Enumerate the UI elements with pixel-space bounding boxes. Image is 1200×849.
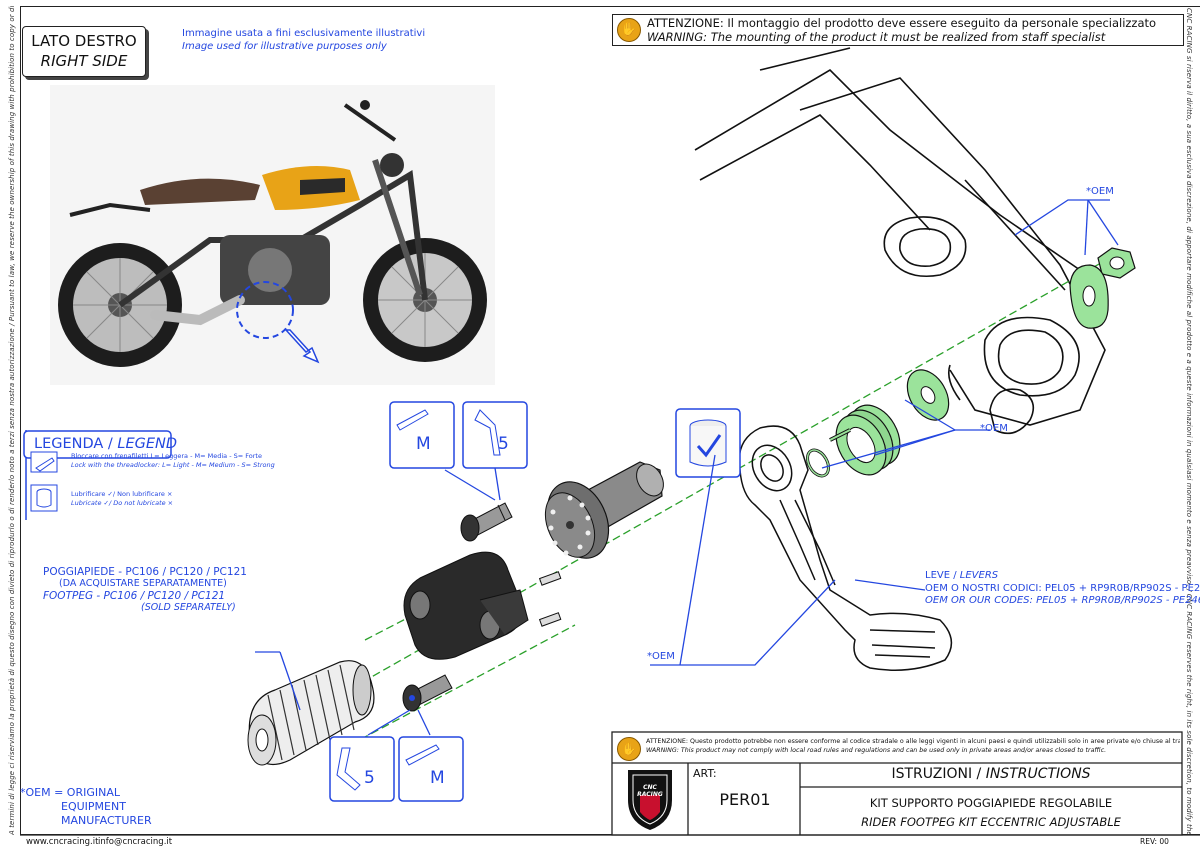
legend-title: LEGENDA / LEGEND [34,436,177,452]
kit-description-en: RIDER FOOTPEG KIT ECCENTRIC ADJUSTABLE [861,815,1121,829]
callout-lines [255,199,1119,736]
frame-outline [694,47,1106,435]
side-label-it: LATO DESTRO [31,32,137,50]
return-spring [829,404,901,476]
footpeg-label: POGGIAPIEDE - PC106 / PC120 / PC121 (DA … [43,566,247,614]
instructions-title-en: INSTRUCTIONS [985,766,1091,782]
legend-lube-en: Lubricate ✓/ Do not lubricate × [71,499,174,507]
legend-frame [23,430,172,520]
kit-description-it: KIT SUPPORTO POGGIAPIEDE REGOLABILE [869,796,1113,810]
warning-hand-icon: ✋ [617,18,641,42]
instructions-title-it: ISTRUZIONI / [891,766,986,782]
illustrative-note-it: Immagine usata a fini esclusivamente ill… [182,28,426,39]
tool-box-5-bottom [329,736,395,802]
legend-threadlock-en: Lock with the threadlocker: L= Light - M… [71,461,275,469]
illustrative-note-en: Image used for illustrative purposes onl… [182,41,387,52]
oem-footnote-2: EQUIPMENT [61,800,126,813]
levers-label-it: LEVE / [925,570,960,581]
title-warning-it: ATTENZIONE: Questo prodotto potrebbe non… [646,738,1180,745]
title-warning: ATTENZIONE: Questo prodotto potrebbe non… [646,737,1180,755]
legend-title-it: LEGENDA / [34,436,118,452]
tool-label-5-bottom: 5 [364,768,375,788]
side-label-en: RIGHT SIDE [40,52,128,70]
logo-text: CNC RACING [637,784,663,798]
footpeg [247,660,375,766]
cnc-racing-logo [628,770,672,830]
footpeg-label-it2: (DA ACQUISTARE SEPARATAMENTE) [59,578,227,589]
legend-lube: Lubrificare ✓/ Non lubrificare × Lubrica… [71,490,173,508]
levers-codes-it: OEM O NOSTRI CODICI: PEL05 + RP9R0B/RP90… [925,582,1200,594]
oem-nut [1097,247,1136,279]
oem-washer-plate [1069,264,1109,329]
footer-website: www.cncracing.it [26,837,99,847]
tool-box-5-top [462,401,528,469]
motorcycle-illustration [50,85,495,385]
legend-threadlock-it: Bloccare con frenafiletti L= Leggera - M… [71,452,262,460]
title-block-frame [611,731,1183,836]
tool-box-m-top [389,401,455,469]
oem-label-top: *OEM [1086,186,1114,197]
title-warning-en: WARNING: This product may not comply wit… [646,747,1107,754]
legend-lube-it: Lubrificare ✓/ Non lubrificare × [71,490,173,498]
footpeg-label-en1: FOOTPEG - PC106 / PC120 / PC121 [43,590,226,602]
oem-label-low: *OEM [647,651,675,662]
tool-box-m-bottom [398,736,464,802]
bolt-upper [460,502,513,542]
lubricant-icon [30,484,58,512]
dowel-pins [538,571,562,627]
legend-threadlock: Bloccare con frenafiletti L= Leggera - M… [71,452,275,470]
art-code: PER01 [719,790,771,809]
art-label: ART: [693,767,717,780]
oem-label-mid: *OEM [980,423,1008,434]
oem-footnote-3: MANUFACTURER [61,814,152,827]
o-ring-small [806,448,830,478]
grease-box [675,408,741,478]
levers-label: LEVE / LEVERS OEM O NOSTRI CODICI: PEL05… [925,570,1200,608]
threadlock-icon [30,451,58,473]
instructions-title: ISTRUZIONI / INSTRUCTIONS [800,766,1182,782]
oem-footnote-1: *OEM = ORIGINAL [20,786,121,799]
footer-rev: REV: 00 [1140,837,1169,846]
tool-label-m-top: M [416,434,431,454]
bolt-lower [402,674,453,712]
eccentric-pin [544,461,664,559]
title-warning-hand-icon: ✋ [617,737,641,761]
gear-lever [738,425,953,671]
tool-label-m-bottom: M [430,768,445,788]
top-warning-it: ATTENZIONE: Il montaggio del prodotto de… [647,16,1157,30]
footer-email: info@cncracing.it [98,837,173,847]
footpeg-label-it1: POGGIAPIEDE - PC106 / PC120 / PC121 [43,566,247,578]
levers-codes-en: OEM OR OUR CODES: PEL05 + RP9R0B/RP902S … [925,595,1200,606]
adapter-plate [403,551,529,660]
oem-footnote: *OEM = ORIGINAL EQUIPMENT MANUFACTURER [20,786,152,828]
top-warning: ✋ ATTENZIONE: Il montaggio del prodotto … [612,14,1184,46]
levers-label-en: LEVERS [959,570,999,581]
top-warning-en: WARNING: The mounting of the product it … [647,30,1106,44]
illustrative-note: Immagine usata a fini esclusivamente ill… [182,27,425,53]
footpeg-label-en2: (SOLD SEPARATELY) [141,602,236,613]
legend-title-en: LEGEND [117,436,178,452]
tool-label-5-top: 5 [498,434,509,454]
side-label-box: LATO DESTRO RIGHT SIDE [22,26,146,77]
